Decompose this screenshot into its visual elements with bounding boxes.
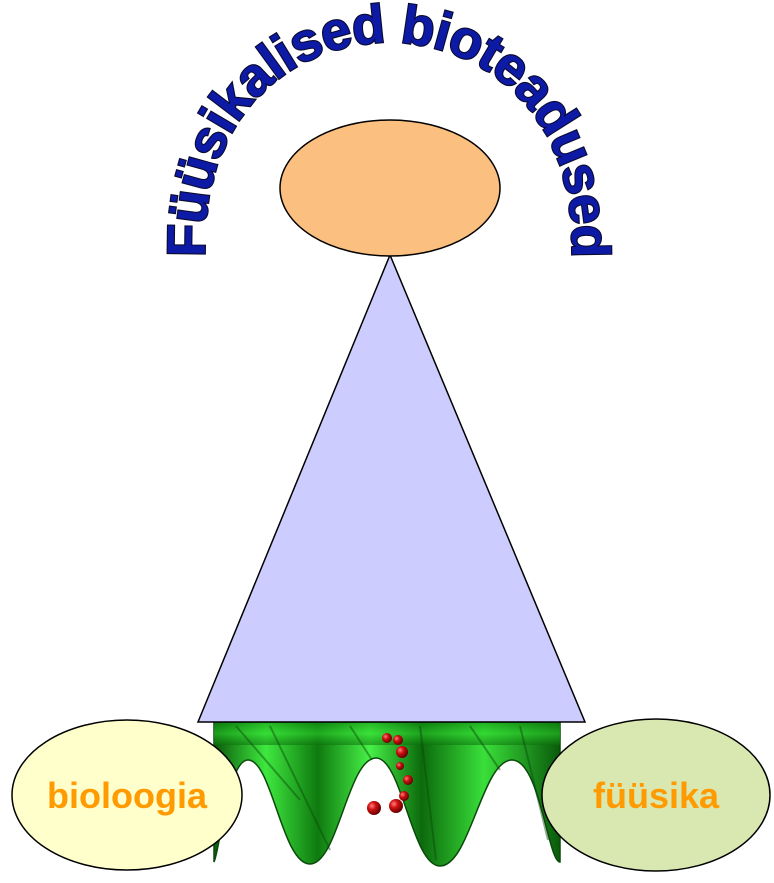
physics-label: füüsika bbox=[593, 775, 720, 816]
energy-landscape-image bbox=[214, 722, 560, 880]
biology-node: bioloogia bbox=[12, 720, 242, 870]
pyramid-triangle bbox=[198, 255, 585, 722]
biology-label: bioloogia bbox=[47, 775, 208, 816]
physics-node: füüsika bbox=[542, 719, 770, 871]
top-oval bbox=[280, 120, 500, 256]
